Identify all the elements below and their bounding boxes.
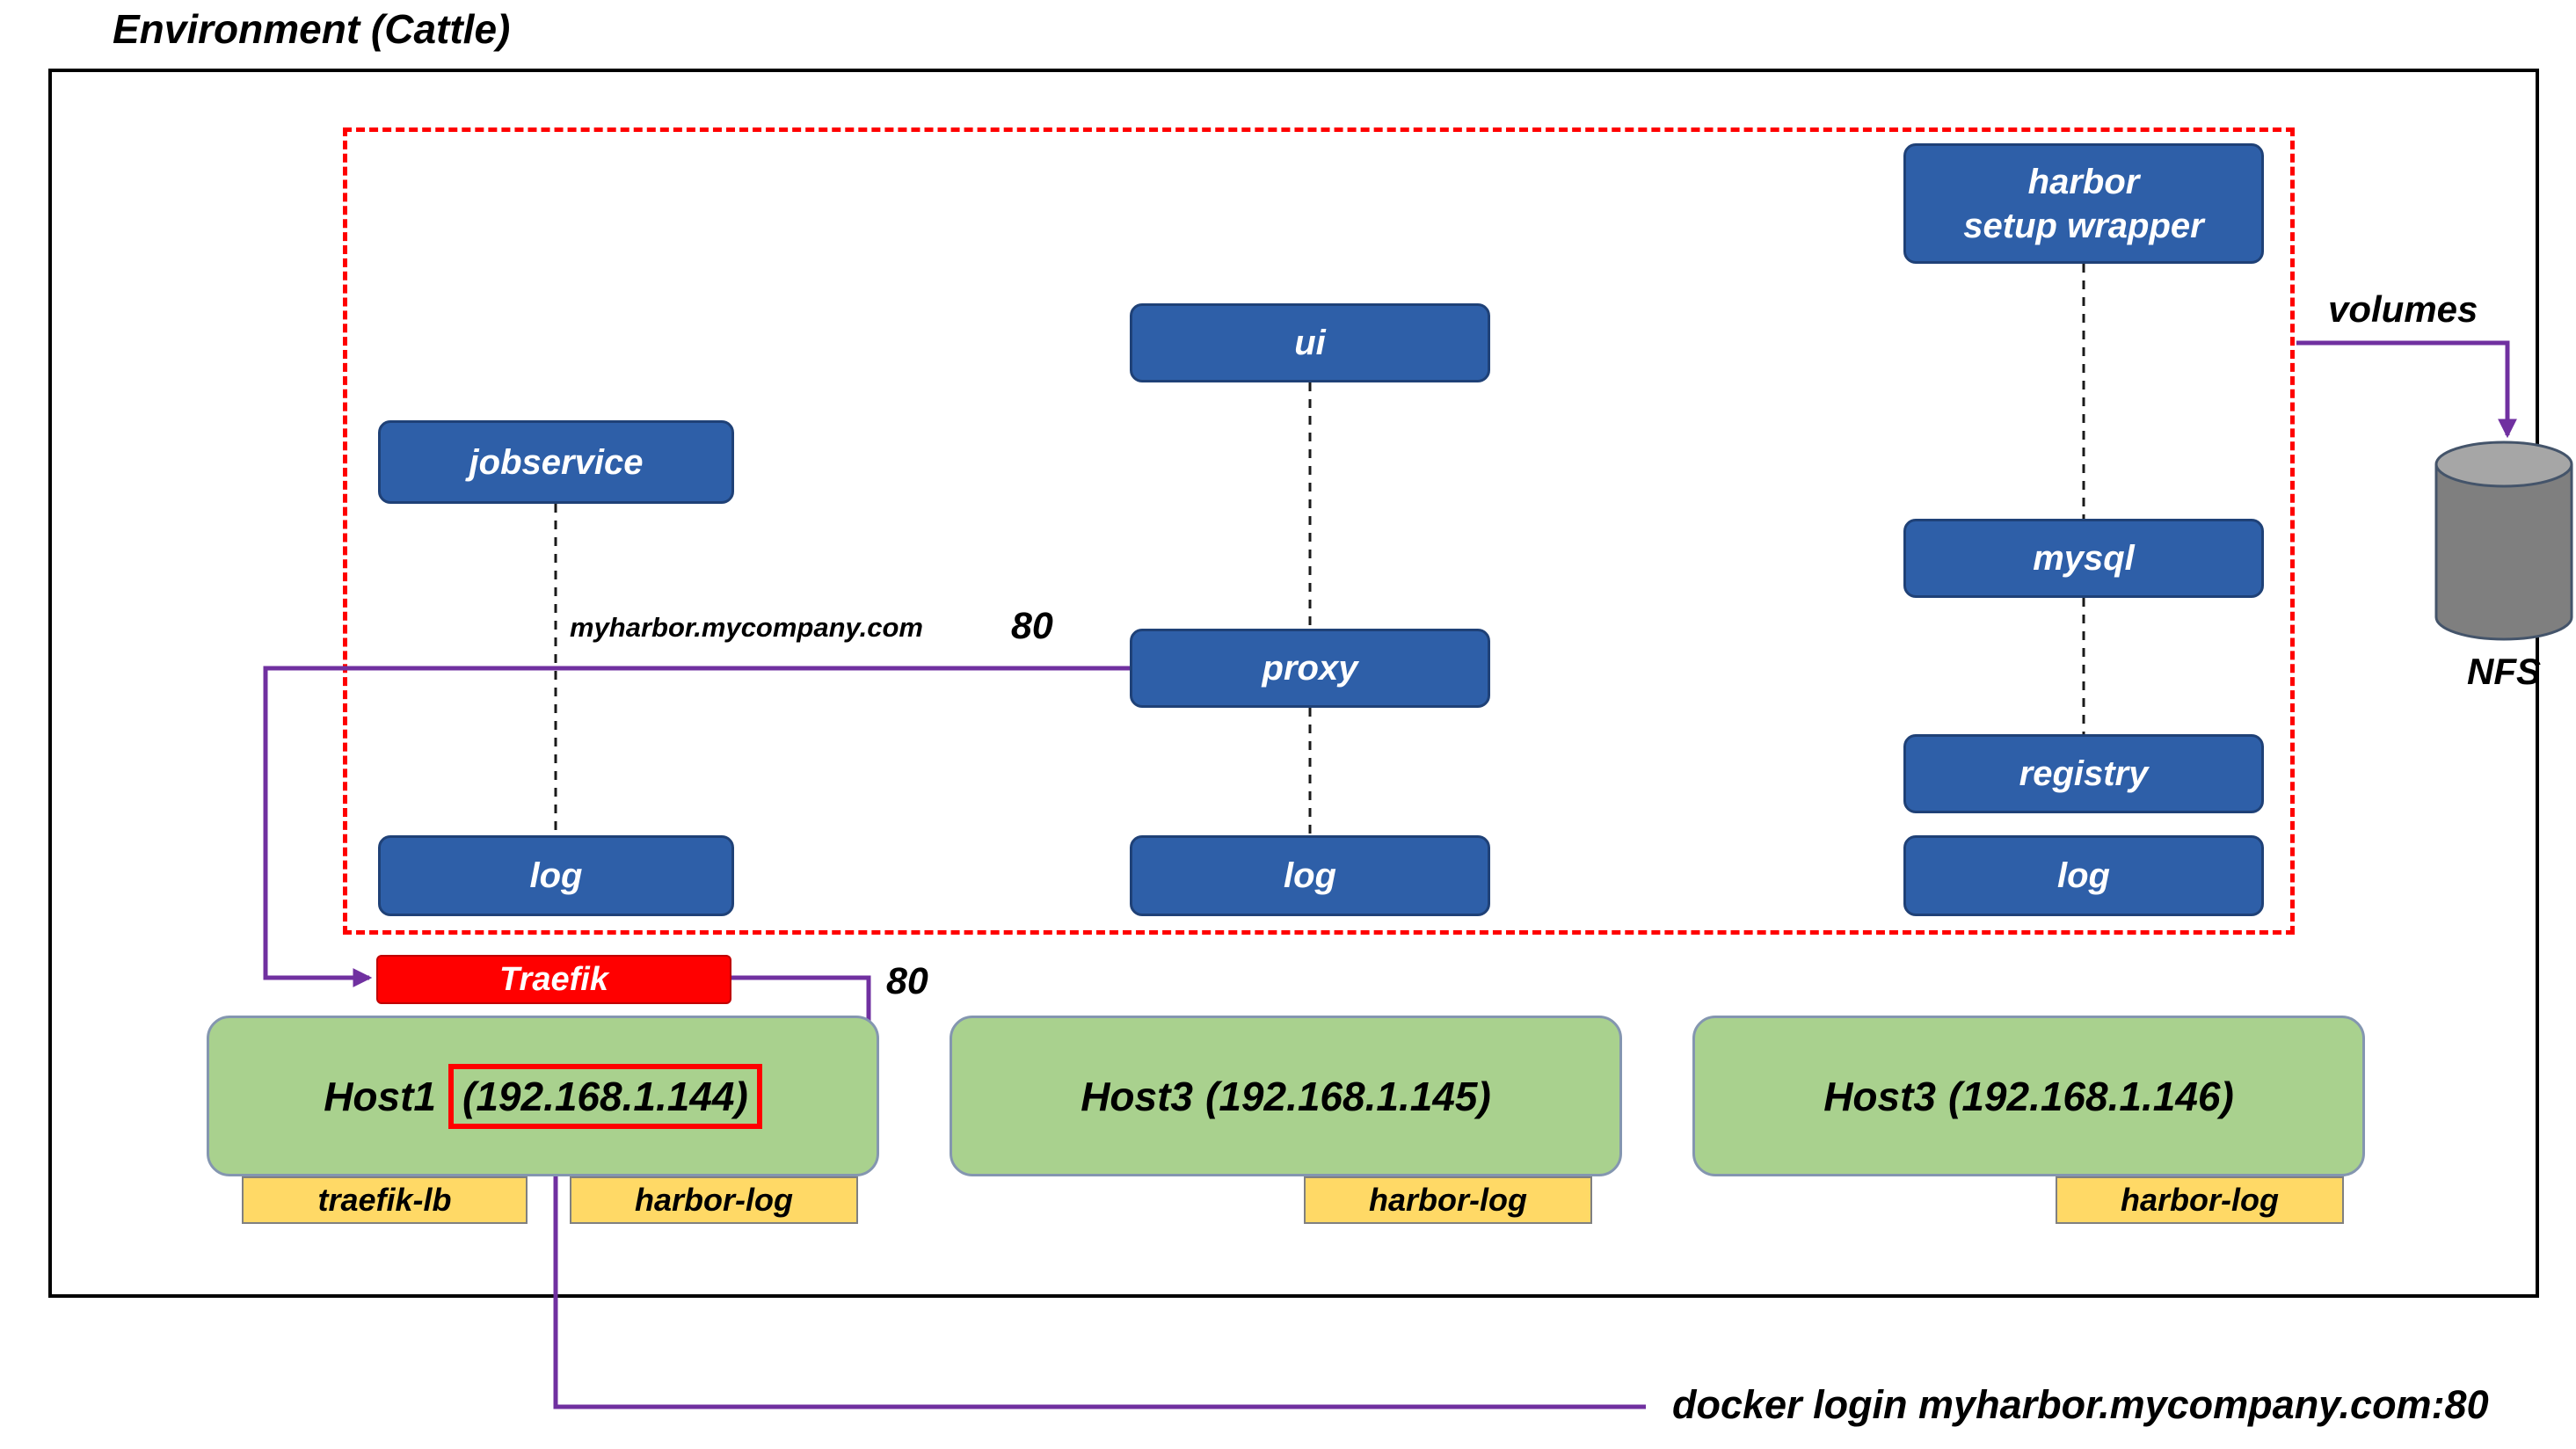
traefik-label: Traefik [499, 960, 608, 998]
cattle-stack-boundary [343, 127, 2295, 935]
harbor-log-label-2: harbor-log [1369, 1182, 1527, 1218]
ui-node: ui [1130, 303, 1490, 382]
log-label-2: log [1284, 856, 1336, 895]
host3-name: Host3 [1823, 1073, 1936, 1119]
host2-name: Host3 [1081, 1073, 1193, 1119]
proxy-label: proxy [1262, 649, 1358, 688]
harbor-log-label-1: harbor-log [635, 1182, 793, 1218]
docker-login-label: docker login myharbor.mycompany.com:80 [1672, 1382, 2489, 1427]
proxy-node: proxy [1130, 629, 1490, 708]
jobservice-label: jobservice [469, 442, 644, 482]
traefik-lb-tag: traefik-lb [242, 1176, 528, 1224]
log-label-1: log [529, 856, 583, 895]
diagram-title: Environment (Cattle) [113, 6, 511, 52]
harbor-setup-wrapper-node: harbor setup wrapper [1903, 143, 2264, 264]
log-node-1: log [378, 835, 734, 916]
ui-label: ui [1294, 324, 1326, 362]
log-label-3: log [2057, 856, 2110, 895]
proxy-port-label: 80 [1011, 605, 1053, 647]
traefik-node: Traefik [376, 955, 731, 1004]
log-node-3: log [1903, 835, 2264, 916]
host3-box: Host3 (192.168.1.146) [1692, 1016, 2365, 1176]
harbor-log-tag-2: harbor-log [1304, 1176, 1592, 1224]
traefik-port-label: 80 [886, 960, 928, 1002]
harbor-setup-wrapper-line1: harbor [2027, 162, 2140, 201]
nfs-label: NFS [2467, 651, 2541, 692]
host1-box: Host1 (192.168.1.144) [207, 1016, 879, 1176]
jobservice-node: jobservice [378, 420, 734, 504]
host3-ip: (192.168.1.146) [1948, 1073, 2234, 1119]
domain-label: myharbor.mycompany.com [570, 612, 923, 643]
mysql-label: mysql [2033, 539, 2135, 578]
log-node-2: log [1130, 835, 1490, 916]
host1-ip: (192.168.1.144) [448, 1063, 762, 1129]
mysql-node: mysql [1903, 519, 2264, 598]
host2-box: Host3 (192.168.1.145) [950, 1016, 1622, 1176]
registry-label: registry [2019, 754, 2149, 793]
host1-name: Host1 [324, 1073, 436, 1119]
harbor-log-tag-3: harbor-log [2056, 1176, 2344, 1224]
host2-ip: (192.168.1.145) [1205, 1073, 1491, 1119]
harbor-log-tag-1: harbor-log [570, 1176, 858, 1224]
harbor-setup-wrapper-line2: setup wrapper [1963, 206, 2204, 245]
traefik-lb-label: traefik-lb [317, 1182, 452, 1218]
volumes-label: volumes [2328, 288, 2478, 330]
harbor-log-label-3: harbor-log [2121, 1182, 2279, 1218]
registry-node: registry [1903, 734, 2264, 813]
